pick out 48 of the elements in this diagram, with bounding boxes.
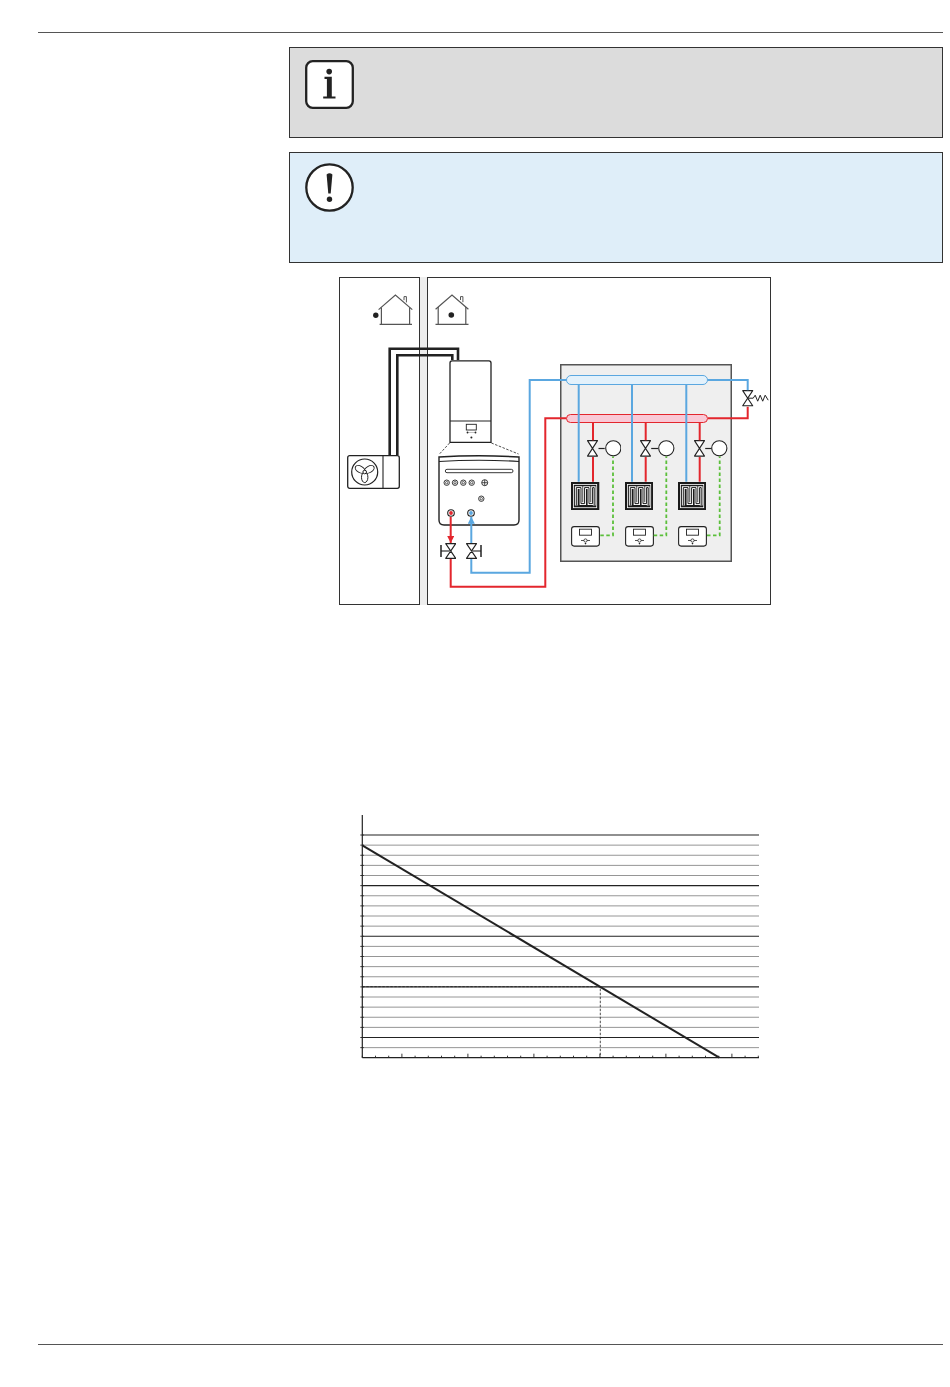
pipe: [577, 383, 580, 483]
outdoor-unit: [347, 455, 400, 489]
pipe: [631, 383, 633, 483]
floor-heating-loop: [571, 481, 600, 510]
pipe: [592, 456, 594, 483]
control-wire: [706, 455, 721, 537]
bypass-valve: [742, 390, 769, 407]
valve-actuator: [711, 440, 728, 457]
floor-heating-loop: [678, 481, 707, 510]
pipe: [449, 417, 568, 588]
control-wire: [599, 455, 614, 537]
valve-stem: [704, 447, 712, 450]
zoom-guide-line: [491, 442, 519, 455]
control-wire: [652, 455, 668, 537]
indoor-unit: [449, 360, 492, 443]
pipe: [644, 456, 647, 483]
zone-valve: [587, 440, 599, 457]
pipe: [592, 422, 594, 442]
pipe-connection: [446, 508, 455, 517]
valve-stem: [650, 447, 659, 450]
zone-valve: [640, 440, 652, 457]
zone-panel: [559, 363, 732, 562]
pipe: [644, 422, 647, 442]
pipe: [685, 383, 688, 483]
valve-actuator: [658, 440, 675, 457]
valve-actuator: [604, 440, 622, 457]
room-thermostat: [678, 526, 707, 547]
zoom-guide-line: [439, 442, 450, 455]
refrigerant-pipe: [388, 347, 460, 455]
pipe: [707, 405, 749, 420]
manifold: [566, 413, 708, 423]
pipe: [698, 422, 701, 442]
zone-valve: [694, 440, 706, 457]
valve-stem: [597, 447, 606, 450]
floor-heating-loop: [624, 481, 653, 510]
room-thermostat: [571, 526, 601, 547]
flow-arrow: [447, 515, 455, 544]
indoor-unit-detail-view: [438, 454, 520, 526]
pipe: [470, 379, 568, 574]
manifold: [566, 375, 708, 385]
flow-arrow: [467, 515, 475, 544]
pipe: [707, 379, 749, 392]
room-thermostat: [624, 526, 654, 547]
refrigerant-pipe: [396, 354, 454, 455]
shut-off-valve: [440, 543, 456, 559]
pipe-connection: [467, 508, 476, 517]
pipe: [698, 456, 701, 483]
shut-off-valve: [465, 543, 482, 559]
